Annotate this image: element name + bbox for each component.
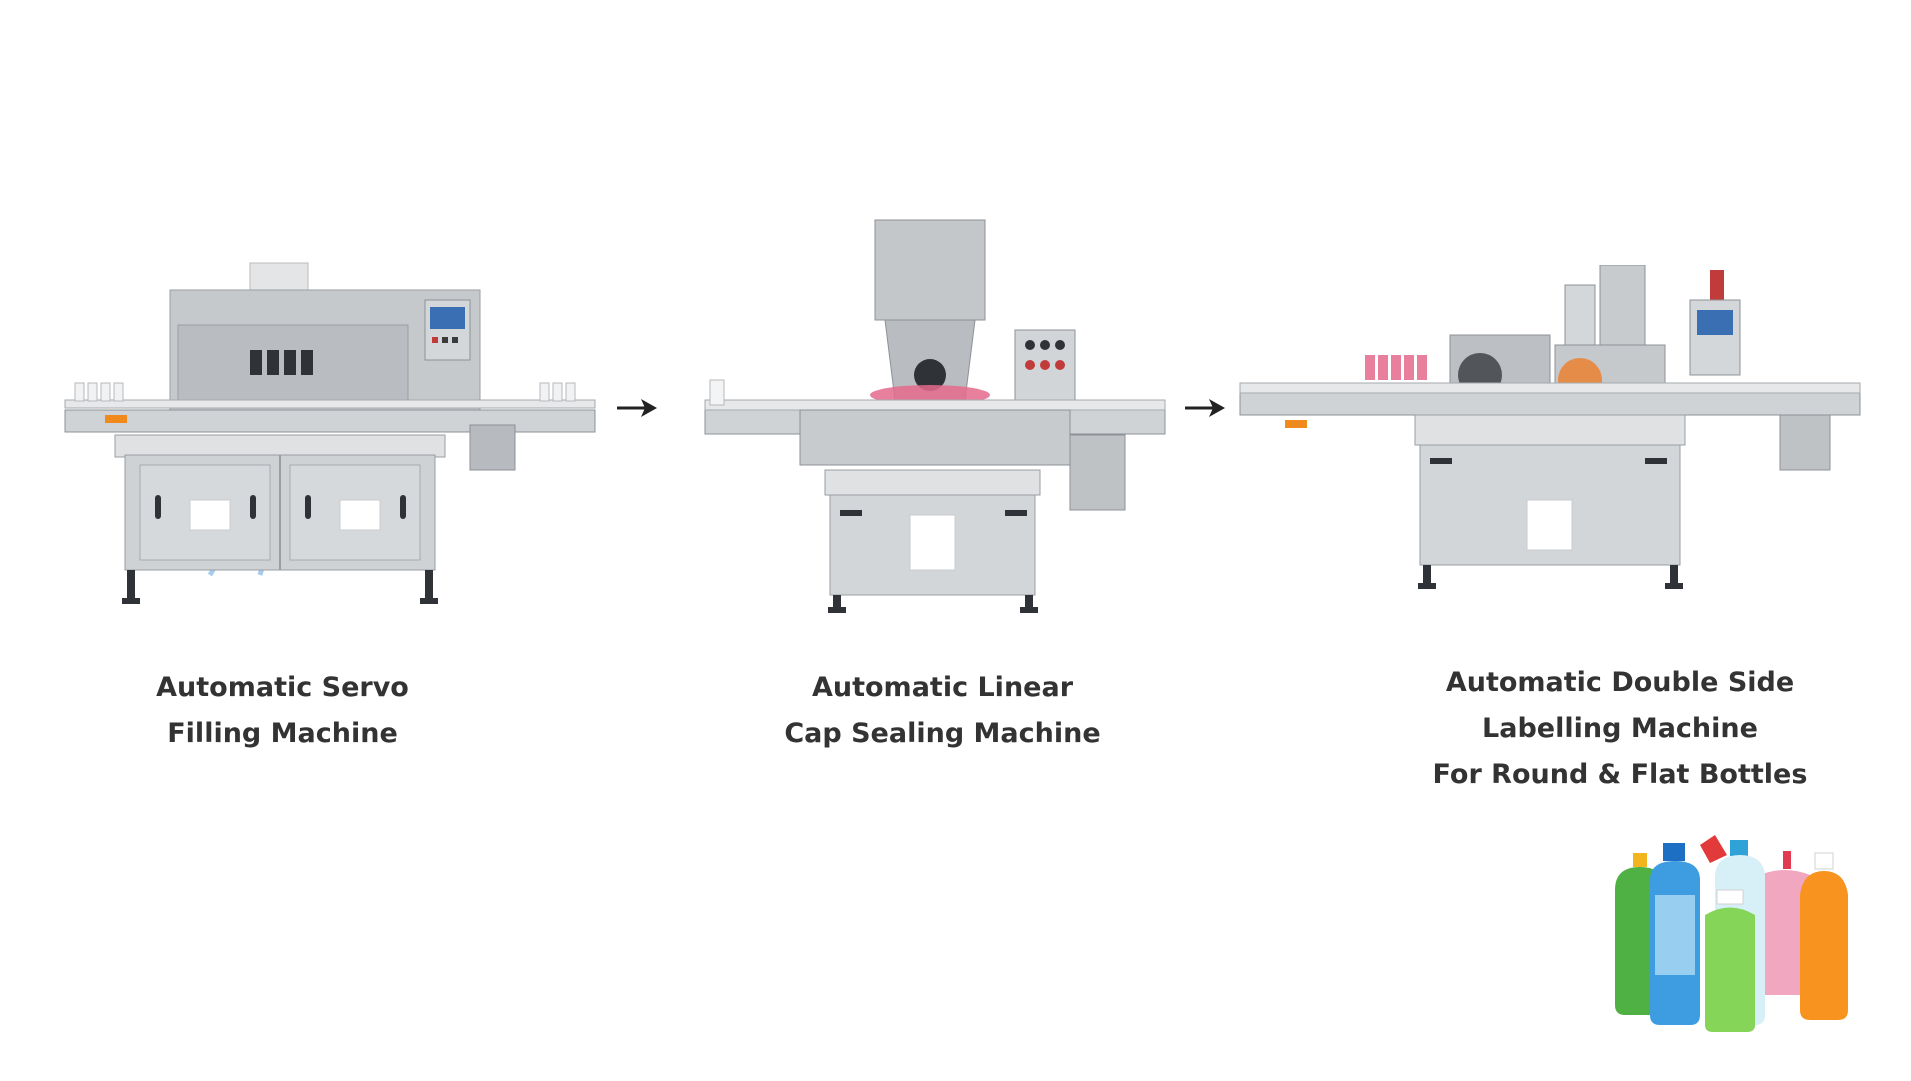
step-2-line-2: Cap Sealing Machine [784, 718, 1101, 749]
step-3-caption: Automatic Double Side Labelling Machine … [1395, 660, 1845, 798]
step-2-caption: Automatic Linear Cap Sealing Machine [740, 665, 1145, 757]
bottles-image [1615, 835, 1848, 1032]
step-1-line-2: Filling Machine [167, 718, 398, 749]
step-3-line-3: For Round & Flat Bottles [1432, 759, 1808, 790]
right-arrow-icon [617, 399, 657, 417]
labelling-machine-image [1239, 265, 1861, 589]
step-1-caption: Automatic Servo Filling Machine [80, 665, 485, 757]
right-arrow-icon [1185, 399, 1225, 417]
step-1-line-1: Automatic Servo [156, 672, 409, 703]
step-3-line-1: Automatic Double Side [1445, 667, 1795, 698]
filling-machine-image [64, 262, 596, 604]
cap-sealing-machine-image [704, 219, 1166, 613]
step-2-line-1: Automatic Linear [811, 672, 1074, 703]
step-3-line-2: Labelling Machine [1482, 713, 1758, 744]
